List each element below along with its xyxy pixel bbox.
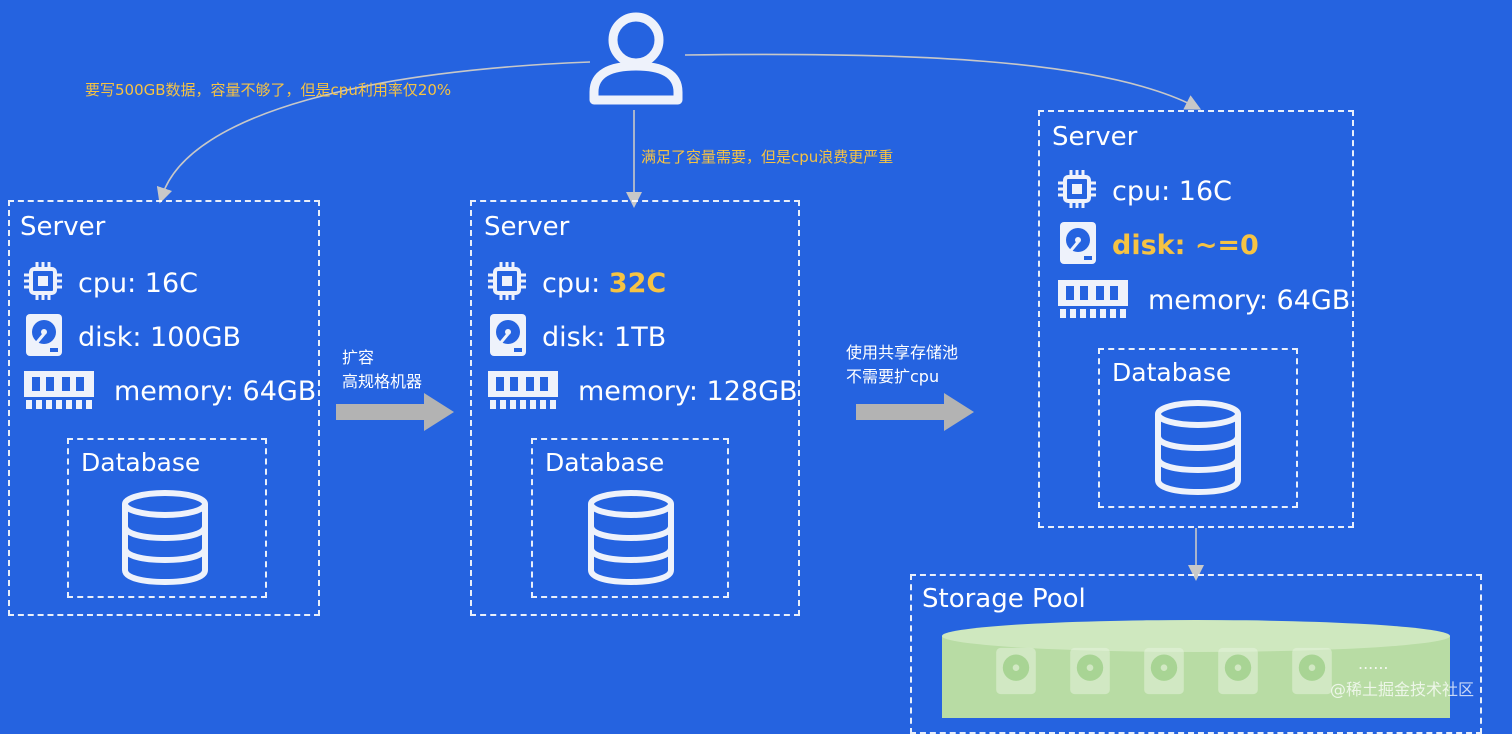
cpu-row: cpu: 16C (1056, 168, 1232, 214)
storage-pool-title: Storage Pool (922, 584, 1086, 614)
label-scale-up-2: 高规格机器 (342, 372, 423, 391)
disk-row: disk: 100GB (24, 312, 241, 362)
cpu-icon (22, 260, 64, 306)
disk-label: disk: (78, 321, 151, 353)
disk-value: 1TB (614, 321, 667, 353)
memory-label: memory: (578, 375, 707, 407)
disk-row: disk: ~=0 (1058, 220, 1259, 270)
diagram-canvas: 要写500GB数据，容量不够了，但是cpu利用率仅20% 满足了容量需要，但是c… (8, 10, 1482, 734)
arrow-right-icon (336, 393, 454, 435)
arrow-right-icon (856, 393, 974, 435)
server-title: Server (20, 212, 106, 242)
server-box-1: Server cpu: 16C disk: 100GB memory: 64GB… (8, 200, 320, 616)
database-box: Database (67, 438, 267, 598)
note-capacity-insufficient: 要写500GB数据，容量不够了，但是cpu利用率仅20% (85, 81, 452, 99)
memory-value: 64GB (1276, 284, 1351, 316)
note-cpu-wasted: 满足了容量需要，但是cpu浪费更严重 (641, 148, 894, 166)
memory-value: 128GB (706, 375, 798, 407)
watermark: @稀土掘金技术社区 (1330, 680, 1475, 699)
disk-value-highlight: ~=0 (1194, 229, 1259, 261)
database-icon (1152, 400, 1244, 500)
database-label: Database (1112, 358, 1232, 387)
server-title: Server (484, 212, 570, 242)
cpu-icon (1056, 168, 1098, 214)
memory-icon (1056, 276, 1130, 324)
pool-disk-icon (1216, 645, 1260, 701)
memory-row: memory: 64GB (22, 367, 316, 415)
cpu-icon (486, 260, 528, 306)
database-box: Database (1098, 348, 1298, 508)
pool-disk-icon (994, 645, 1038, 701)
disk-icon (1058, 220, 1098, 270)
database-label: Database (81, 448, 201, 477)
label-shared-pool-1: 使用共享存储池 (846, 343, 959, 362)
connectors (156, 53, 1204, 581)
disk-value: 100GB (150, 321, 242, 353)
cpu-row: cpu: 16C (22, 260, 198, 306)
cpu-value: 16C (1178, 175, 1232, 207)
disk-row: disk: 1TB (488, 312, 666, 362)
user-icon (588, 10, 684, 108)
cpu-value: 16C (144, 267, 198, 299)
memory-row: memory: 64GB (1056, 276, 1350, 324)
pool-disk-icon (1142, 645, 1186, 701)
cpu-row: cpu: 32C (486, 260, 666, 306)
cpu-label: cpu: (78, 267, 145, 299)
server-box-2: Server cpu: 32C disk: 1TB memory: 128GB … (470, 200, 800, 616)
memory-label: memory: (114, 375, 243, 407)
database-icon (585, 490, 677, 590)
label-shared-pool-2: 不需要扩cpu (846, 367, 940, 386)
connector-to-server-3 (684, 53, 1202, 110)
server-box-3: Server cpu: 16C disk: ~=0 memory: 64GB D… (1038, 110, 1354, 528)
disk-icon (488, 312, 528, 362)
memory-value: 64GB (242, 375, 317, 407)
pool-disk-icon (1068, 645, 1112, 701)
database-icon (119, 490, 211, 590)
cpu-label: cpu: (542, 267, 609, 299)
label-scale-up-1: 扩容 (342, 348, 375, 367)
disk-icon (24, 312, 64, 362)
pool-ellipsis: ...... (1358, 654, 1389, 673)
memory-label: memory: (1148, 284, 1277, 316)
database-box: Database (531, 438, 729, 598)
server-title: Server (1052, 122, 1138, 152)
pool-disk-icon (1290, 645, 1334, 701)
cpu-label: cpu: (1112, 175, 1179, 207)
database-label: Database (545, 448, 665, 477)
disk-label: disk: (1112, 229, 1195, 261)
memory-row: memory: 128GB (486, 367, 798, 415)
connector-to-server-1 (156, 61, 591, 204)
memory-icon (22, 367, 96, 415)
disk-label: disk: (542, 321, 615, 353)
cpu-value-highlight: 32C (608, 267, 667, 299)
memory-icon (486, 367, 560, 415)
